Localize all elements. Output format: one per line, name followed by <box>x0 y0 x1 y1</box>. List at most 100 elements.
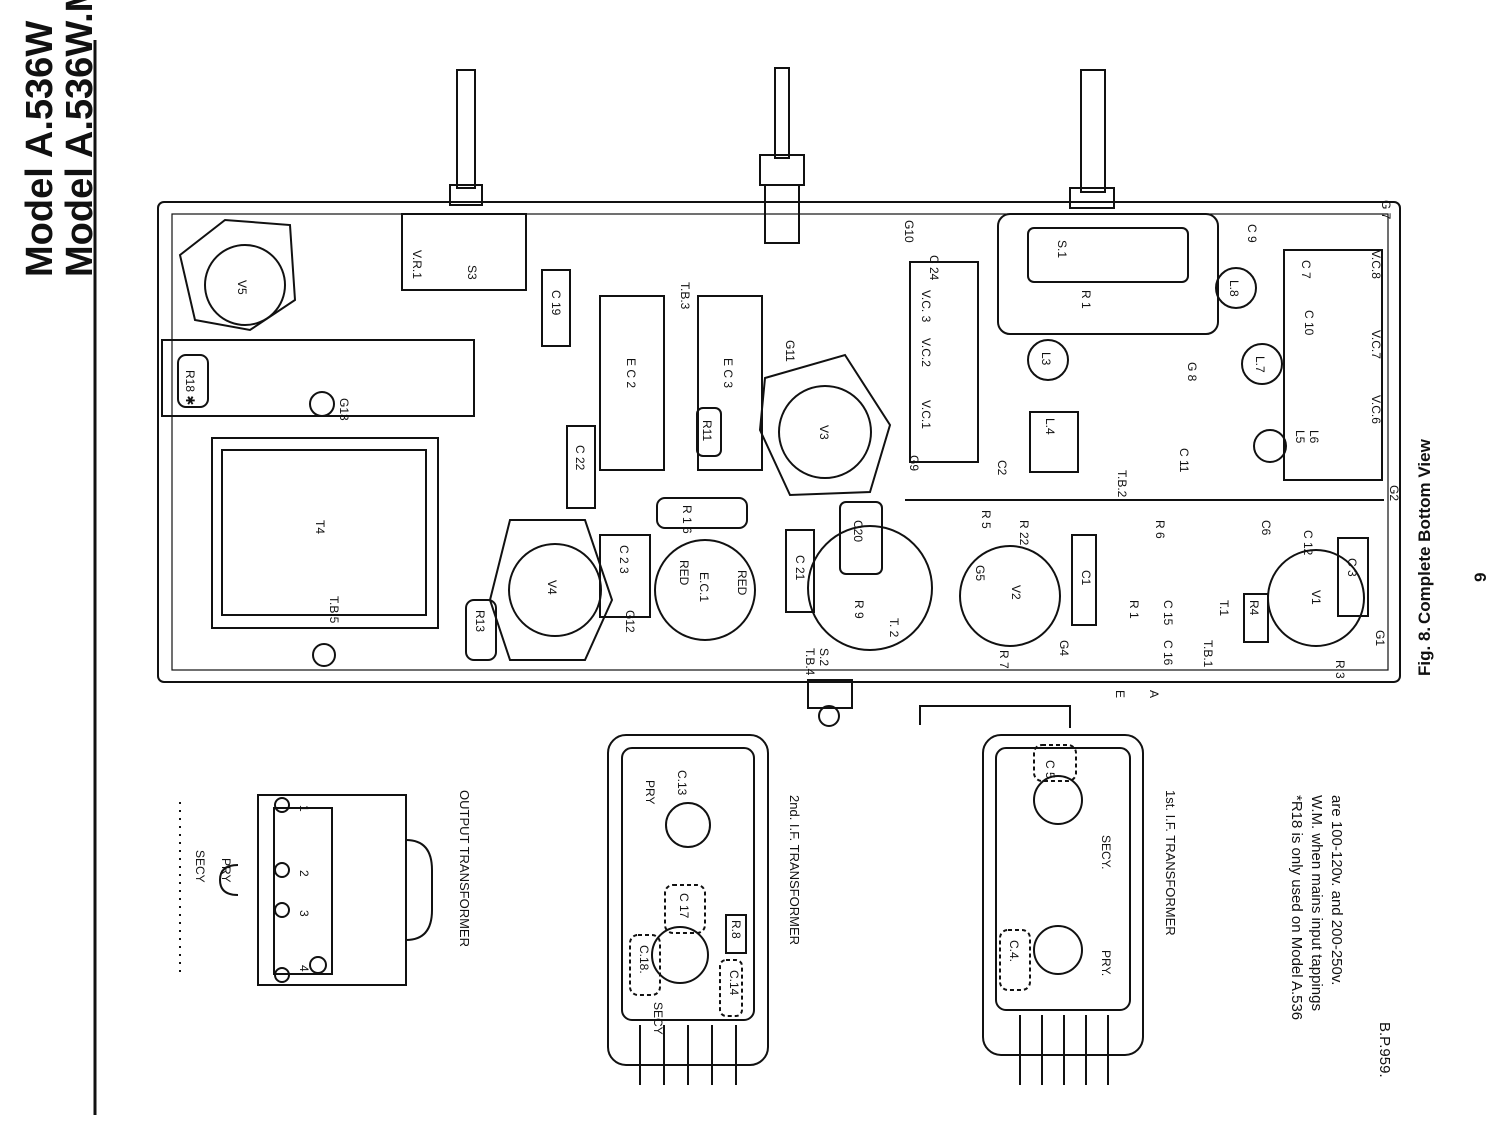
r1-label: R 1 <box>1079 290 1093 309</box>
first-if-transformer <box>982 734 1144 1085</box>
r18-resistor <box>177 354 209 408</box>
ec2-capacitor <box>599 295 665 471</box>
t2-transformer <box>807 525 933 651</box>
caption-fig-title: Complete Bottom View <box>1415 438 1434 624</box>
bottom-left-grommet <box>312 643 336 667</box>
if1-secy-label: SECY. <box>1099 835 1113 869</box>
vc1-label: V.C.1 <box>919 400 933 429</box>
v3-label: V3 <box>817 425 831 440</box>
shaft-center <box>774 67 790 159</box>
c1-capacitor <box>1071 534 1097 626</box>
chassis-inner <box>171 213 1389 671</box>
l7-coil <box>1241 343 1283 385</box>
v5-socket <box>204 244 286 326</box>
output-transformer-labels: SECY PRY 1 2 3 4 OUTPUT TRANSFORMER <box>193 790 472 972</box>
r14-label: R 1 <box>1127 600 1141 619</box>
second-if-title: 2nd. I.F. TRANSFORMER <box>787 795 802 945</box>
l6-label: L6 <box>1307 430 1321 444</box>
vc3-label: V.C. 3 <box>919 290 933 323</box>
g7-label: G 7 <box>1379 200 1393 220</box>
model-title-1: Model A.536W <box>19 21 61 277</box>
r17-label: R 7 <box>997 650 1011 669</box>
l4-coil <box>1029 411 1079 473</box>
r16-resistor <box>656 497 748 529</box>
shaft-left-bushing <box>449 184 483 206</box>
if2-c14 <box>719 959 743 1017</box>
if1-c4 <box>999 929 1031 991</box>
c3-capacitor <box>1337 537 1369 617</box>
red-label-2: RED <box>735 570 749 596</box>
c1-label: C1 <box>1079 570 1093 586</box>
e-label: E <box>1113 690 1127 698</box>
r13-label: R13 <box>473 610 487 632</box>
if1-secondary-core <box>1033 775 1083 825</box>
r4-resistor <box>1243 593 1269 643</box>
g4-label: G4 <box>1057 640 1071 656</box>
g8-label: G 8 <box>1185 362 1199 382</box>
g9-label: G9 <box>907 455 921 471</box>
shaft-right-bushing <box>1069 187 1115 209</box>
ec3-label: E C 3 <box>721 358 735 388</box>
c12-label: C 12 <box>1301 530 1315 556</box>
c9-label: C 9 <box>1245 224 1259 243</box>
if2-c14-label: C.14 <box>727 970 741 996</box>
l3-coil <box>1027 339 1069 381</box>
r11-label: R11 <box>700 420 714 441</box>
ot-tag-strip <box>273 807 333 975</box>
c15-label: C 15 <box>1161 600 1175 626</box>
bottom-socket <box>807 679 853 709</box>
ot-core <box>405 839 433 941</box>
first-if-title: 1st. I.F. TRANSFORMER <box>1163 790 1178 936</box>
c19-label: C 19 <box>549 290 563 316</box>
caption-fig-label: Fig. 8. <box>1415 627 1434 676</box>
second-if-transformer <box>607 734 769 1085</box>
if2-c13-label: C.13 <box>675 770 689 796</box>
g12-label: G12 <box>623 610 637 633</box>
l7-label: L.7 <box>1253 356 1267 373</box>
g13-lug <box>309 391 335 417</box>
t4-label: T4 <box>313 520 327 534</box>
ot-lug-4 <box>274 967 290 983</box>
c23-label: C 2 3 <box>617 545 631 574</box>
v3-socket-plate <box>758 353 892 497</box>
chassis-labels: T4 R18 ✱ G13 V5 V.R.1 S3 C 19 E C 2 E C … <box>183 200 1401 698</box>
v3-socket <box>778 385 872 479</box>
if1-pry-label: PRY. <box>1099 950 1113 976</box>
if1-inner <box>995 747 1131 1011</box>
model-title-group: Model A.536W Model A.536W.M. <box>19 0 101 277</box>
ot-frame <box>257 794 407 986</box>
if2-c18 <box>629 934 661 996</box>
ot-pin-4: 4 <box>297 965 311 972</box>
tb5-label: T.B.5 <box>327 596 341 624</box>
shaft-center-nut <box>759 154 805 186</box>
c23-capacitor <box>599 534 651 618</box>
bottom-socket-knob <box>818 705 840 727</box>
vc7-label: V.C.7 <box>1369 330 1383 359</box>
v5-socket-plate <box>178 218 297 332</box>
l8-label: L.8 <box>1227 280 1241 297</box>
if2-secondary-core <box>651 926 709 984</box>
c22-label: C 22 <box>573 445 587 471</box>
g11-label: G11 <box>783 340 797 362</box>
page-number: 9 <box>1471 573 1490 582</box>
tb3-label: T.B.3 <box>678 282 692 310</box>
footnote-line-2: W.M. when mains input tappings <box>1308 795 1325 1011</box>
if1-c5 <box>1033 744 1077 782</box>
c20-label: C20 <box>851 520 865 542</box>
a-label: A <box>1147 690 1161 698</box>
l5-label: L5 <box>1293 430 1307 444</box>
if2-c18-label: C.18. <box>637 945 651 974</box>
red-label-1: RED <box>677 560 691 586</box>
ec3-capacitor <box>697 295 763 471</box>
ot-secy-label: SECY <box>193 850 207 883</box>
c19-capacitor <box>541 269 571 347</box>
if2-c17 <box>664 884 706 934</box>
r19-label: R 9 <box>852 600 866 619</box>
r15-label: R 5 <box>979 510 993 529</box>
r3-label: R 3 <box>1333 660 1347 679</box>
ot-lug-3 <box>274 902 290 918</box>
r13-resistor <box>465 599 497 661</box>
s1-wavechange-switch <box>997 213 1219 335</box>
if1-c5-label: C 5 <box>1043 760 1057 779</box>
v2-label: V2 <box>1009 585 1023 600</box>
